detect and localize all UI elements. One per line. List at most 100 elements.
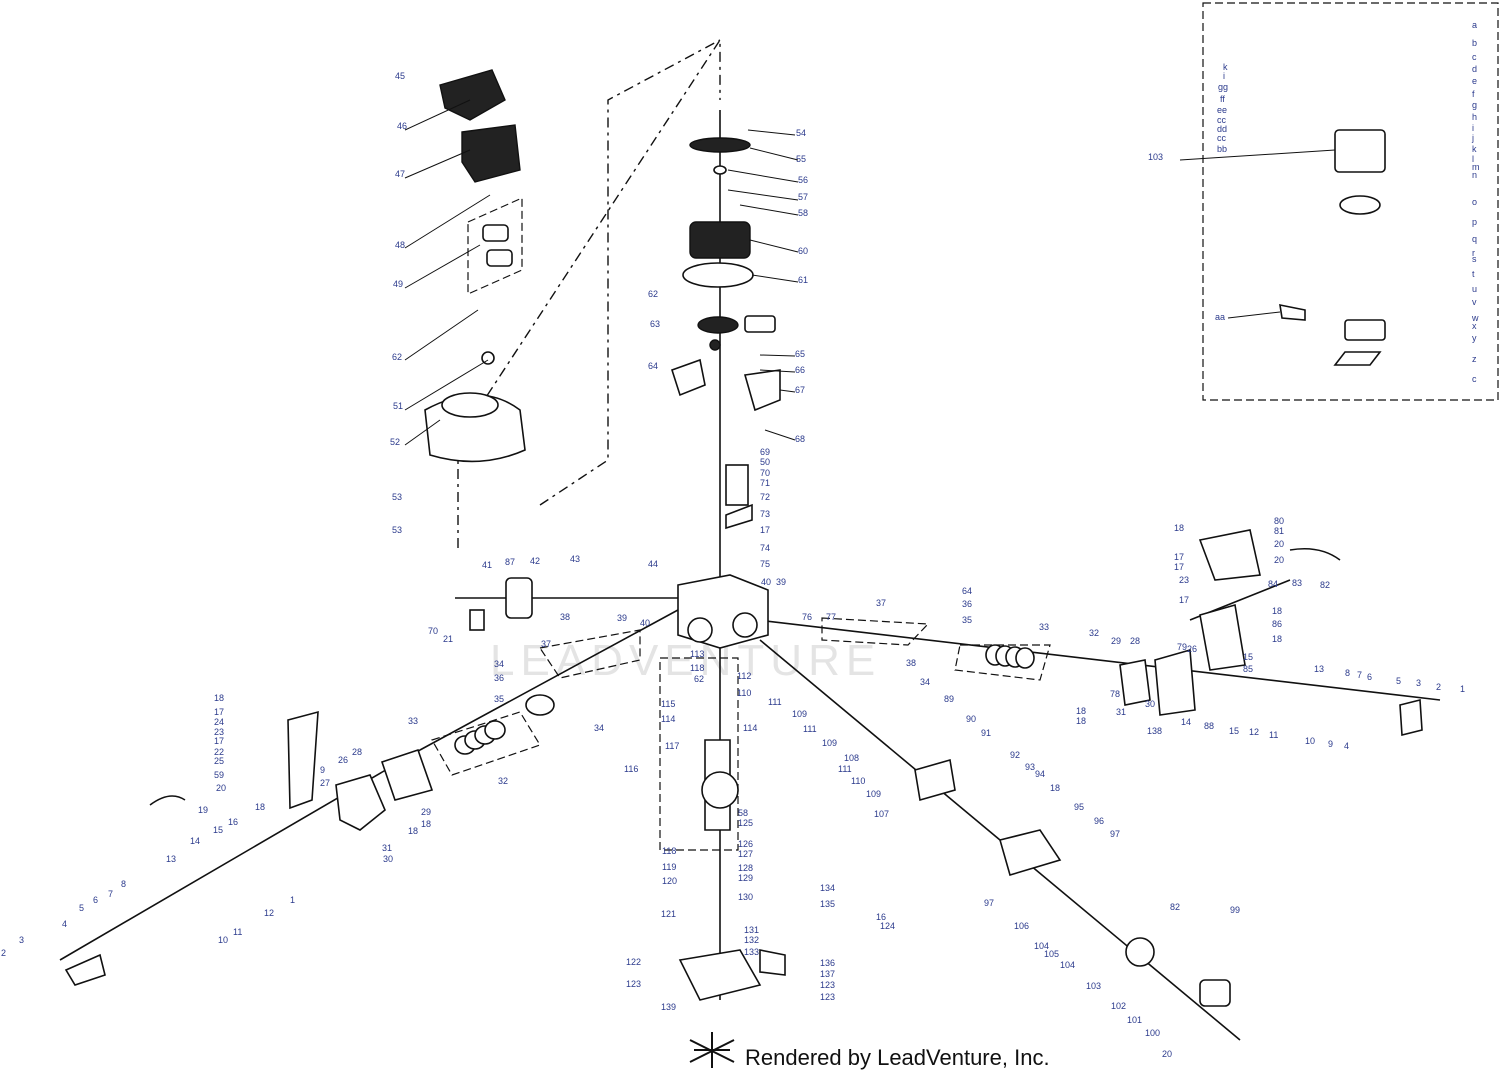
callout-left_arm-8: 40 (640, 618, 650, 628)
callout-upper_right-0: 18 (1174, 523, 1184, 533)
callout-lower_right-12: 106 (1014, 921, 1029, 931)
components (64, 69, 1423, 1007)
callout-far_left-0: 18 (214, 693, 224, 703)
callout-column-24: 40 (761, 577, 771, 587)
callout-upper_right-14: 18 (1272, 634, 1282, 644)
callout-column-9: 65 (795, 349, 805, 359)
callout-far_left-3: 23 (214, 727, 224, 737)
callout-column-0: 54 (796, 128, 806, 138)
callout-far_left-22: 1 (290, 895, 295, 905)
callout-left_arm-21: 111 (768, 697, 782, 707)
callout-lower_right-20: 101 (1127, 1015, 1142, 1025)
callout-far_left-27: 27 (320, 778, 330, 788)
callout-center-17: 129 (738, 873, 753, 883)
callout-far_left-7: 59 (214, 770, 224, 780)
callout-lower_right-21: 100 (1145, 1028, 1160, 1038)
callout-column-4: 58 (798, 208, 808, 218)
callout-far_left-4: 17 (214, 736, 224, 746)
callout-upper_right-2: 81 (1274, 526, 1284, 536)
callout-right_arm-29: 5 (1396, 676, 1401, 686)
callout-column-8: 63 (650, 319, 660, 329)
callout-right_arm-28: 6 (1367, 672, 1372, 682)
callout-lower_right-11: 97 (984, 898, 994, 908)
callout-center-16: 128 (738, 863, 753, 873)
callout-right_arm-11: 28 (1130, 636, 1140, 646)
callout-far_left-10: 18 (255, 802, 265, 812)
callout-top-6: 51 (393, 401, 403, 411)
callout-lower_right-15: 104 (1060, 960, 1075, 970)
callout-top-7: 52 (390, 437, 400, 447)
callout-center-6: 119 (662, 862, 676, 872)
callout-column-1: 55 (796, 154, 806, 164)
callout-center-10: 123 (626, 979, 641, 989)
callout-lower_right-10: 97 (1110, 829, 1120, 839)
callout-inset-37: 103 (1148, 152, 1163, 162)
callout-left_arm-17: 118 (690, 663, 704, 673)
callout-right_arm-3: 38 (906, 658, 916, 668)
callout-inset-2: c (1472, 52, 1477, 62)
callout-far_left-26: 9 (320, 765, 325, 775)
callout-center-2: 114 (743, 723, 757, 733)
callout-right_arm-14: 18 (1076, 716, 1086, 726)
callout-left_arm-28: 109 (866, 789, 881, 799)
callout-center-24: 136 (820, 958, 835, 968)
callout-far_left-13: 14 (190, 836, 200, 846)
callout-right_arm-34: 9 (1328, 739, 1333, 749)
callout-far_left-11: 16 (228, 817, 238, 827)
callout-column-12: 67 (795, 385, 805, 395)
callout-far_left-14: 13 (166, 854, 176, 864)
callout-column-18: 72 (760, 492, 770, 502)
callout-upper_right-5: 17 (1174, 552, 1184, 562)
callout-lower_right-0: 89 (944, 694, 954, 704)
callout-top-2: 47 (395, 169, 405, 179)
callout-right_arm-19: 26 (1187, 644, 1197, 654)
callout-far_left-20: 3 (19, 935, 24, 945)
callout-inset-17: r (1472, 248, 1475, 258)
callout-left_arm-2: 42 (530, 556, 540, 566)
callout-column-19: 73 (760, 509, 770, 519)
callout-inset-30: dd (1217, 124, 1227, 134)
callout-inset-21: v (1472, 297, 1477, 307)
callout-right_arm-16: 30 (1145, 699, 1155, 709)
callout-left_arm-24: 109 (822, 738, 837, 748)
callout-left_arm-20: 112 (737, 671, 751, 681)
callout-labels: 4546474849625152535354555657586061626365… (1, 20, 1480, 1059)
callout-left_arm-10: 34 (494, 659, 504, 669)
callout-column-7: 62 (648, 289, 658, 299)
callout-top-9: 53 (392, 525, 402, 535)
callout-far_left-1: 17 (214, 707, 224, 717)
callout-far_left-29: 28 (352, 747, 362, 757)
callout-far_left-23: 12 (264, 908, 274, 918)
callout-far_left-8: 20 (216, 783, 226, 793)
callout-column-13: 68 (795, 434, 805, 444)
callout-right_arm-10: 29 (1111, 636, 1121, 646)
callout-lower_right-3: 92 (1010, 750, 1020, 760)
callout-upper_right-9: 83 (1292, 578, 1302, 588)
callout-left_arm-13: 34 (594, 723, 604, 733)
callout-upper_right-11: 17 (1179, 595, 1189, 605)
callout-left_arm-7: 39 (617, 613, 627, 623)
callout-far_left-5: 22 (214, 747, 224, 757)
callout-lower_right-16: 103 (1086, 981, 1101, 991)
callout-far_left-17: 6 (93, 895, 98, 905)
callout-right_arm-37: 85 (1243, 664, 1253, 674)
callout-center-9: 122 (626, 957, 641, 967)
callout-right_arm-21: 88 (1204, 721, 1214, 731)
callout-inset-36: k (1223, 62, 1228, 72)
callout-lower_right-4: 93 (1025, 762, 1035, 772)
callout-left_arm-18: 62 (694, 674, 704, 684)
callout-center-25: 137 (820, 969, 835, 979)
callout-column-14: 69 (760, 447, 770, 457)
callout-left_arm-4: 70 (428, 626, 438, 636)
callout-right_arm-30: 3 (1416, 678, 1421, 688)
callout-column-5: 60 (798, 246, 808, 256)
callout-right_arm-24: 11 (1269, 730, 1278, 740)
callout-right_arm-33: 10 (1305, 736, 1315, 746)
callout-left_arm-11: 36 (494, 673, 504, 683)
callout-upper_right-6: 17 (1174, 562, 1184, 572)
callout-column-15: 50 (760, 457, 770, 467)
callout-right_arm-17: 138 (1147, 726, 1162, 736)
callout-center-19: 131 (744, 925, 759, 935)
callout-center-8: 121 (661, 909, 676, 919)
